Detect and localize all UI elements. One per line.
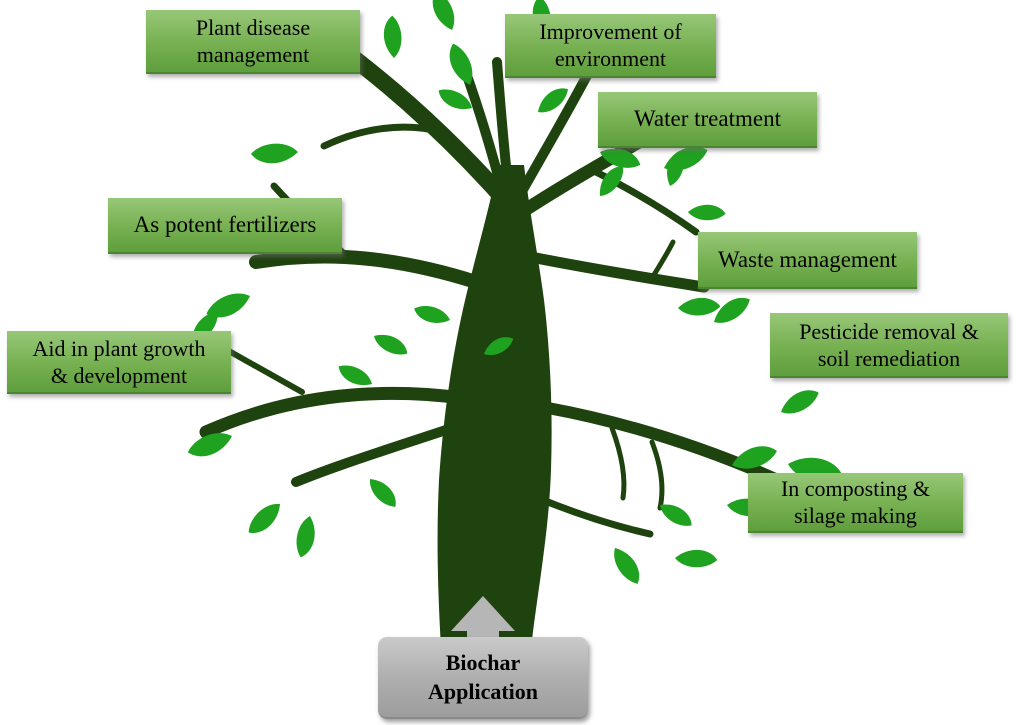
label-as-potent-fertilizers: As potent fertilizers <box>108 198 342 254</box>
label-waste-management: Waste management <box>698 232 917 289</box>
label-plant-disease-management: Plant disease management <box>146 10 360 74</box>
leaf-icon <box>447 41 475 88</box>
label-text: Pesticide removal & soil remediation <box>799 318 979 371</box>
leaf-icon <box>249 139 299 168</box>
leaf-icon <box>430 0 457 33</box>
leaf-icon <box>777 387 823 417</box>
leaf-icon <box>288 514 324 560</box>
leaf-icon <box>686 199 727 226</box>
root-label-biochar-application: Biochar Application <box>378 637 588 719</box>
leaf-icon <box>379 14 406 59</box>
label-aid-in-plant-growth: Aid in plant growth & development <box>7 331 231 394</box>
label-improvement-of-environment: Improvement of environment <box>505 14 716 78</box>
leaf-icon <box>709 294 755 327</box>
leaf-icon <box>185 431 235 459</box>
label-text: Aid in plant growth & development <box>32 335 206 388</box>
leaf-icon <box>730 444 779 470</box>
label-text: Improvement of environment <box>539 19 682 71</box>
label-in-composting-silage-making: In composting & silage making <box>748 473 963 533</box>
leaf-icon <box>366 472 400 513</box>
label-text: In composting & silage making <box>780 476 931 528</box>
leaf-icon <box>241 500 288 538</box>
leaf-icon <box>411 298 452 332</box>
label-pesticide-removal-soil-remediation: Pesticide removal & soil remediation <box>770 313 1008 378</box>
tree-trunk <box>437 165 552 665</box>
root-label-text: Biochar Application <box>427 650 539 704</box>
label-text: Waste management <box>718 246 897 272</box>
label-text: Plant disease management <box>195 15 311 67</box>
label-text: Water treatment <box>634 106 781 131</box>
leaf-icon <box>673 543 719 574</box>
leaf-icon <box>610 543 643 589</box>
tree-trunk-and-branches <box>199 51 806 665</box>
leaf-icon <box>677 293 722 320</box>
label-text: As potent fertilizers <box>133 212 317 237</box>
label-water-treatment: Water treatment <box>598 92 817 148</box>
leaf-icon <box>371 326 411 363</box>
